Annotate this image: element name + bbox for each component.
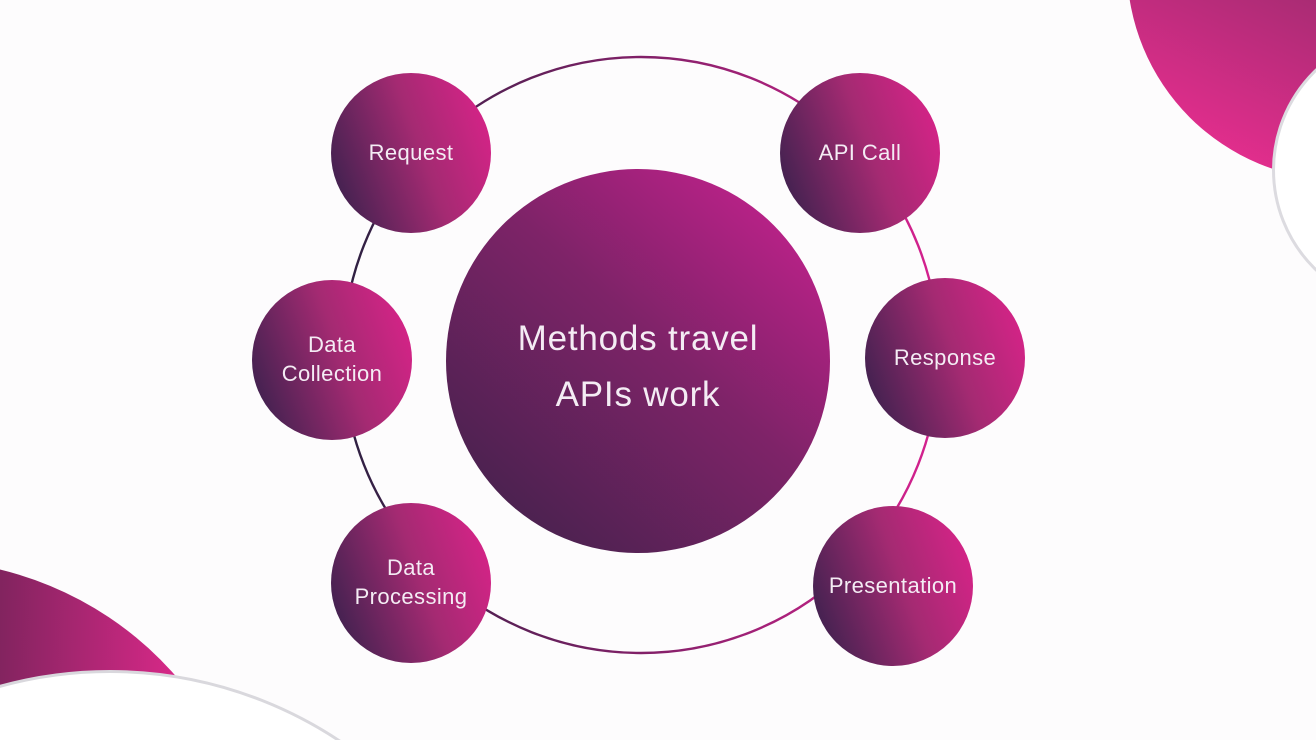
central-topic-line1: Methods travel <box>517 319 759 358</box>
node-data-collection: Data Collection <box>252 280 412 440</box>
node-request: Request <box>331 73 491 233</box>
central-topic-line2: APIs work <box>555 375 721 414</box>
node-presentation: Presentation <box>813 506 973 666</box>
node-api-call: API Call <box>780 73 940 233</box>
node-api-call-label: API Call <box>818 139 902 165</box>
central-topic-circle: Methods travel APIs work <box>446 169 830 553</box>
node-data-processing-label: Data Processing <box>354 555 468 609</box>
node-request-label: Request <box>368 139 454 165</box>
node-data-processing: Data Processing <box>331 503 491 663</box>
node-response: Response <box>865 278 1025 438</box>
central-topic-text: Methods travel APIs work <box>518 319 759 415</box>
node-data-collection-label: Data Collection <box>281 332 383 386</box>
node-presentation-label: Presentation <box>828 572 958 598</box>
node-response-label: Response <box>893 344 997 370</box>
